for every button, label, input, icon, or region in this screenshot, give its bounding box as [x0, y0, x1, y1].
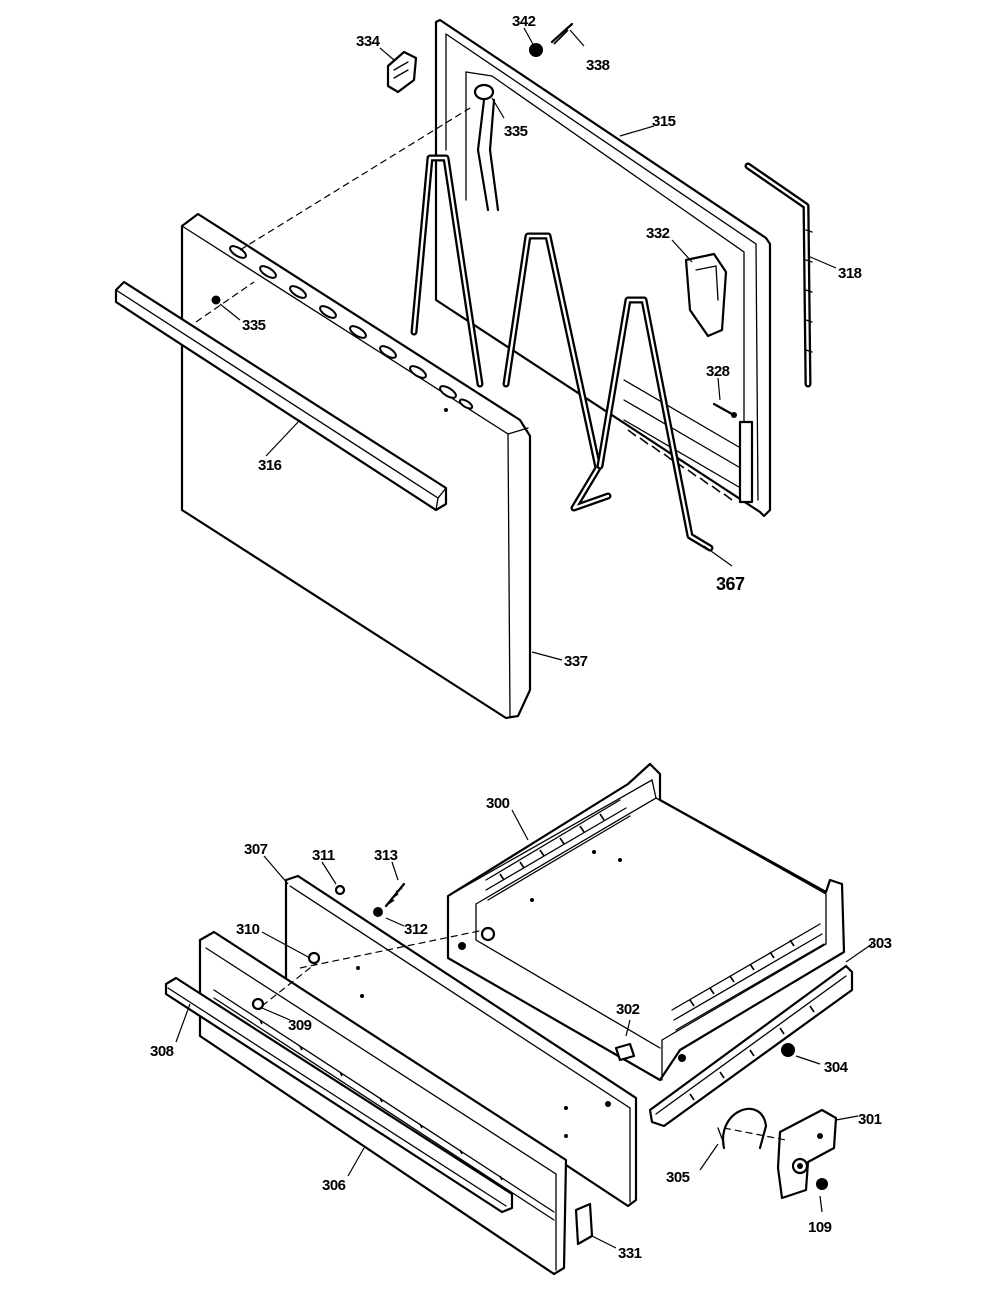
label-332: 332 [646, 225, 670, 242]
label-335-front: 335 [242, 317, 266, 334]
label-318: 318 [838, 265, 862, 282]
label-300: 300 [486, 795, 510, 812]
screw-109 [816, 1178, 828, 1190]
label-334: 334 [356, 33, 381, 50]
nut-304 [781, 1043, 795, 1057]
label-338: 338 [586, 57, 610, 74]
label-307: 307 [244, 841, 268, 858]
label-308: 308 [150, 1043, 174, 1060]
label-342: 342 [512, 13, 536, 30]
oven-rack-1 [410, 154, 484, 388]
label-309: 309 [288, 1017, 312, 1034]
gasket-318 [744, 162, 813, 388]
leader-lines [175, 27, 873, 1249]
oven-rack-3 [596, 296, 714, 552]
label-312: 312 [404, 921, 428, 938]
latch-block-332 [684, 252, 728, 338]
door-outer-panel-337 [180, 212, 532, 720]
screw-328 [712, 402, 737, 418]
label-315: 315 [652, 113, 676, 130]
stop-302 [614, 1042, 636, 1062]
bracket-331 [574, 1202, 594, 1246]
label-311: 311 [312, 847, 335, 864]
hinge-clip-334 [386, 50, 418, 94]
door-vent-slots [229, 245, 474, 410]
label-331: 331 [618, 1245, 642, 1262]
door-inner-panel-315 [434, 18, 772, 518]
roller-bracket-301 [776, 1108, 838, 1200]
label-335-top: 335 [504, 123, 528, 140]
drawer-handle-308 [164, 976, 514, 1214]
part-labels: 334 342 338 335 315 318 332 335 328 316 … [150, 13, 892, 1262]
label-316: 316 [258, 457, 282, 474]
label-337: 337 [564, 653, 588, 670]
label-303: 303 [868, 935, 892, 952]
spring-clip-305 [717, 1107, 768, 1150]
label-305: 305 [666, 1169, 690, 1186]
label-306: 306 [322, 1177, 346, 1194]
drawer-body-300 [446, 762, 846, 1082]
screw-335 [211, 295, 221, 305]
fastener-342-338 [529, 22, 574, 57]
label-313: 313 [374, 847, 398, 864]
label-367: 367 [716, 574, 745, 594]
label-301: 301 [858, 1111, 882, 1128]
label-328: 328 [706, 363, 730, 380]
label-302: 302 [616, 1001, 640, 1018]
door-handle-316 [114, 280, 448, 512]
oven-rack-2 [502, 232, 612, 512]
label-304: 304 [824, 1059, 849, 1076]
label-109: 109 [808, 1219, 832, 1236]
fasteners-311-312-313 [334, 882, 406, 917]
label-310: 310 [236, 921, 260, 938]
drawer-slide-303 [648, 964, 854, 1128]
hinge-pivot-335 [473, 83, 500, 212]
